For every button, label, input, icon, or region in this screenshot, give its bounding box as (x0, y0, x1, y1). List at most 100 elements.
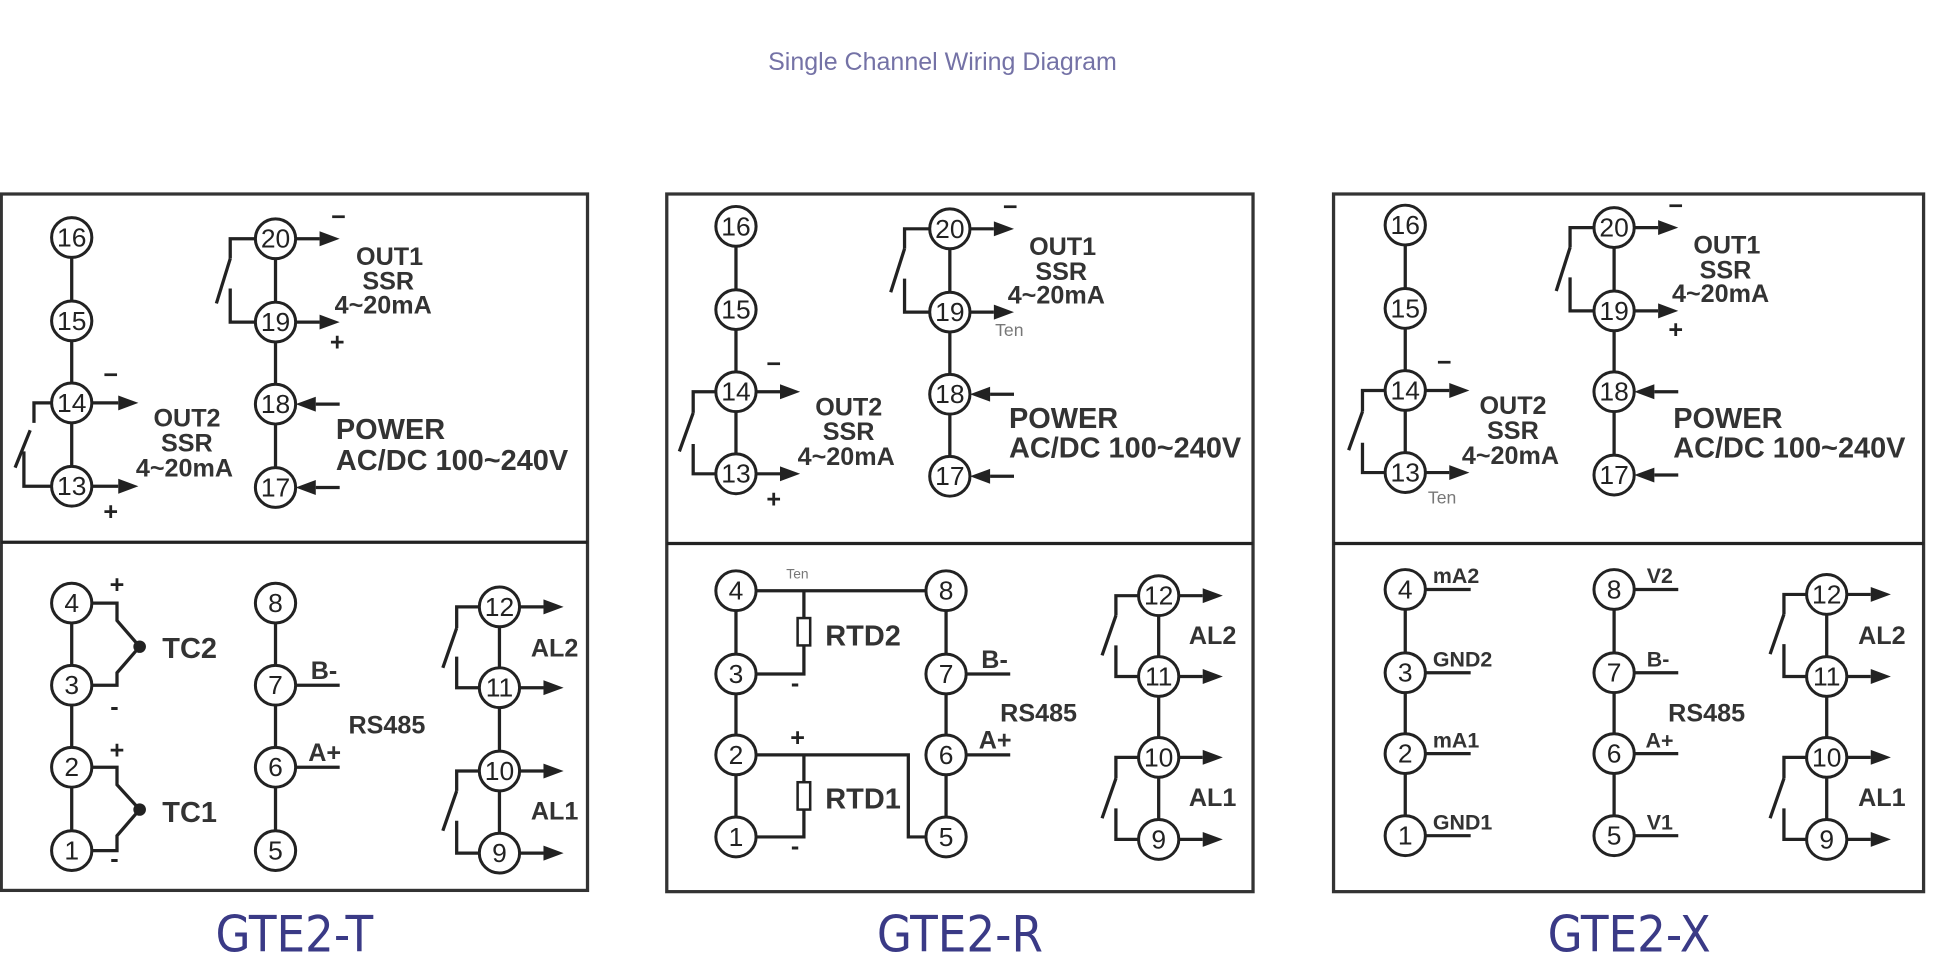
svg-text:AC/DC 100~240V: AC/DC 100~240V (1009, 433, 1241, 465)
svg-text:16: 16 (1391, 210, 1420, 240)
svg-text:2: 2 (1398, 739, 1413, 769)
terminal-13: 13 (1383, 451, 1427, 494)
svg-text:10: 10 (1812, 742, 1841, 772)
power-label: POWER (336, 414, 445, 446)
terminal-8: 8 (1592, 568, 1636, 611)
terminal-11: 11 (1805, 655, 1849, 698)
overlay-text: Ten (995, 320, 1023, 340)
terminal-17: 17 (253, 466, 298, 509)
svg-text:4: 4 (64, 588, 79, 618)
terminal-8: 8 (253, 581, 298, 625)
svg-text:POWER: POWER (1009, 403, 1118, 435)
svg-text:POWER: POWER (1673, 403, 1782, 435)
overlay-text: Ten (786, 566, 808, 581)
svg-text:19: 19 (1599, 296, 1628, 326)
svg-text:−: − (1668, 192, 1683, 220)
terminal-3: 3 (1383, 651, 1427, 695)
terminal-2: 2 (714, 733, 758, 777)
terminal-16: 16 (714, 204, 758, 248)
terminal-20: 20 (1592, 206, 1636, 249)
terminal-10: 10 (1805, 735, 1849, 779)
ma2-label: mA2 (1433, 564, 1479, 588)
svg-text:18: 18 (1599, 377, 1628, 407)
svg-text:8: 8 (939, 576, 954, 606)
svg-text:4~20mA: 4~20mA (798, 443, 895, 471)
svg-text:16: 16 (57, 223, 86, 253)
svg-text:−: − (766, 350, 781, 378)
svg-text:−: − (1437, 349, 1452, 377)
v2-label: V2 (1647, 564, 1673, 588)
terminal-3: 3 (50, 663, 94, 707)
svg-text:18: 18 (935, 379, 964, 409)
panel-gte2-t: 16 15 14 13 − + OUT2 SSR 4~20mA 20 19 18… (0, 192, 590, 964)
svg-text:20: 20 (935, 214, 964, 244)
svg-text:14: 14 (57, 388, 86, 418)
svg-text:OUT2: OUT2 (1479, 392, 1546, 420)
v1-label: V1 (1647, 811, 1673, 835)
svg-text:RS485: RS485 (1000, 699, 1077, 727)
terminal-9: 9 (1137, 818, 1181, 861)
terminal-1: 1 (714, 815, 758, 859)
terminal-20: 20 (928, 207, 972, 251)
svg-text:12: 12 (485, 592, 514, 622)
svg-text:-: - (791, 832, 799, 860)
svg-text:A+: A+ (979, 727, 1012, 755)
terminal-15: 15 (1383, 287, 1427, 330)
svg-text:9: 9 (492, 838, 507, 868)
svg-text:12: 12 (1812, 580, 1841, 610)
terminal-13: 13 (714, 452, 758, 496)
svg-text:17: 17 (935, 461, 964, 491)
terminal-20: 20 (253, 217, 298, 261)
svg-text:3: 3 (729, 659, 744, 689)
overlay-text: Ten (1428, 488, 1456, 508)
out1-type: SSR (362, 268, 414, 296)
out1-label: OUT1 (356, 243, 423, 271)
svg-text:AL2: AL2 (1189, 622, 1237, 650)
terminal-14: 14 (1383, 369, 1427, 412)
terminal-4: 4 (50, 581, 94, 625)
svg-text:-: - (791, 670, 799, 698)
svg-text:4~20mA: 4~20mA (1462, 442, 1559, 470)
terminal-13: 13 (50, 464, 94, 508)
svg-text:17: 17 (1599, 460, 1628, 490)
svg-text:-: - (110, 693, 118, 721)
terminal-17: 17 (928, 454, 972, 498)
terminal-11: 11 (477, 666, 522, 710)
svg-text:10: 10 (485, 756, 514, 786)
terminal-10: 10 (1137, 735, 1181, 779)
terminal-9: 9 (477, 831, 522, 875)
svg-text:AL1: AL1 (1189, 784, 1237, 812)
terminal-8: 8 (924, 569, 968, 613)
terminal-19: 19 (1592, 289, 1636, 333)
svg-text:4: 4 (1398, 575, 1413, 605)
terminal-4: 4 (1383, 568, 1427, 611)
terminal-15: 15 (714, 288, 758, 332)
svg-text:−: − (1003, 193, 1018, 221)
plus-sign: + (330, 329, 345, 357)
svg-text:15: 15 (57, 306, 86, 336)
model-label-gte2-t: GTE2-T (216, 906, 374, 964)
out2-label: OUT2 (153, 405, 220, 433)
svg-text:SSR: SSR (1487, 417, 1539, 445)
svg-text:13: 13 (721, 459, 750, 489)
terminal-7: 7 (924, 652, 968, 696)
svg-text:8: 8 (1607, 575, 1622, 605)
terminal-18: 18 (1592, 370, 1636, 414)
svg-text:7: 7 (268, 670, 283, 700)
terminal-14: 14 (714, 370, 758, 414)
svg-text:SSR: SSR (1035, 258, 1087, 286)
svg-text:17: 17 (261, 473, 290, 503)
tc2-label: TC2 (162, 633, 217, 665)
svg-text:+: + (766, 486, 781, 514)
out2-type: SSR (161, 430, 213, 458)
terminal-12: 12 (477, 585, 522, 629)
svg-text:+: + (110, 737, 125, 765)
minus-sign: − (331, 203, 346, 231)
svg-text:12: 12 (1144, 581, 1173, 611)
terminal-9: 9 (1805, 818, 1849, 861)
svg-text:3: 3 (64, 670, 79, 700)
terminal-6: 6 (924, 733, 968, 777)
terminal-6: 6 (1592, 732, 1636, 776)
terminal-19: 19 (928, 290, 972, 334)
terminal-1: 1 (1383, 814, 1427, 858)
